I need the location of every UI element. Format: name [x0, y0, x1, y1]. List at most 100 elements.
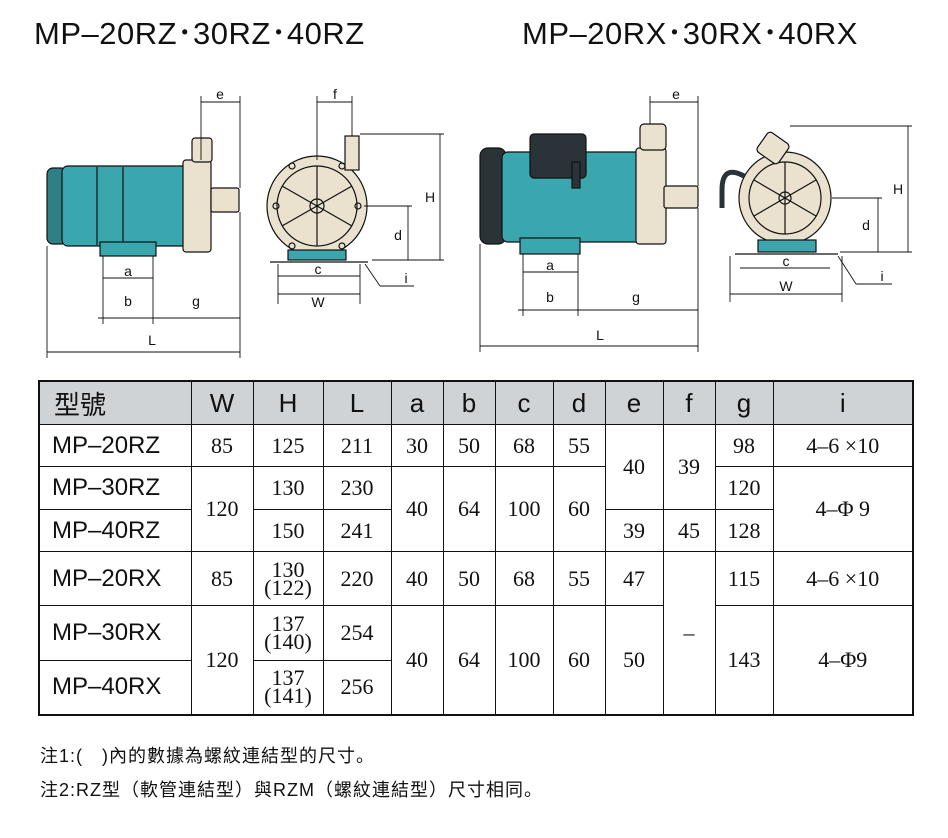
title-rz-series: MP–20RZ･30RZ･40RZ [34, 16, 365, 51]
cell-h-value: 137 [271, 611, 305, 637]
header-l: L [322, 380, 392, 425]
dim-label-b: b [124, 293, 132, 309]
cell-f: 39 [662, 424, 716, 510]
header-b: b [442, 380, 496, 425]
cell-b: 50 [442, 423, 496, 468]
cell-c: 68 [494, 423, 554, 468]
cell-f: – [662, 551, 716, 716]
cell-l: 230 [322, 466, 392, 510]
rx-front-view [719, 131, 838, 255]
dim-label-l: L [596, 327, 604, 343]
header-c: c [494, 380, 554, 425]
table-row: MP–20RZ 85 125 211 30 50 68 55 40 39 98 … [38, 423, 914, 510]
cell-h: 137 (140) [252, 605, 324, 661]
cell-g: 115 [714, 551, 774, 607]
dim-label-c: c [315, 261, 322, 277]
dim-label-h: H [425, 189, 435, 205]
cell-w: 120 [190, 605, 254, 716]
dim-label-h: H [893, 181, 903, 197]
cell-model: MP–30RZ [38, 466, 192, 510]
cell-h-alt: (122) [264, 574, 312, 600]
cell-i: 4–Φ 9 [772, 466, 914, 553]
header-w: W [190, 380, 254, 425]
cell-c: 100 [494, 466, 554, 553]
cell-l: 220 [322, 551, 392, 607]
cell-b: 64 [442, 466, 496, 553]
rz-side-view [46, 137, 240, 257]
cell-a: 40 [390, 551, 444, 607]
cell-model: MP–40RX [38, 659, 192, 716]
cell-i: 4–Φ9 [772, 605, 914, 716]
cell-g: 143 [714, 605, 774, 716]
dim-label-g: g [192, 293, 200, 309]
cell-b: 64 [442, 605, 496, 716]
cell-h: 150 [252, 508, 324, 553]
cell-h-value: 137 [271, 665, 305, 691]
cell-d: 55 [552, 551, 606, 607]
cell-g: 98 [714, 423, 774, 468]
cell-model: MP–40RZ [38, 508, 192, 553]
cell-w: 120 [190, 466, 254, 553]
cell-e: 50 [604, 605, 664, 716]
dimension-table: 型號 W H L a b c d e f g i MP–20RZ 85 125 … [38, 380, 914, 716]
header-model: 型號 [38, 380, 192, 425]
dim-label-d: d [862, 217, 870, 233]
cell-d: 60 [552, 466, 606, 553]
header-d: d [552, 380, 606, 425]
dim-label-e: e [216, 86, 224, 102]
dim-label-l: L [148, 332, 156, 348]
cell-i: 4–6 ×10 [772, 551, 914, 607]
dim-label-a: a [546, 257, 554, 273]
cell-model: MP–20RZ [38, 423, 192, 468]
cell-l: 254 [322, 605, 392, 661]
title-rx-series: MP–20RX･30RX･40RX [522, 16, 858, 51]
dim-label-f: f [333, 86, 337, 102]
dim-label-d: d [394, 227, 402, 243]
header-i: i [772, 380, 914, 425]
cell-e: 47 [604, 551, 664, 607]
header-f: f [662, 380, 716, 425]
cell-d: 60 [552, 605, 606, 716]
cell-h: 130 [252, 466, 324, 510]
cell-g: 120 [714, 466, 774, 510]
dim-label-g: g [632, 289, 640, 305]
table-row: MP–40RX 137 (141) 256 [38, 659, 913, 716]
dim-label-c: c [783, 253, 790, 269]
table-row: MP–20RX 85 130 (122) 220 40 50 68 55 47 … [38, 551, 914, 716]
cell-l: 241 [322, 508, 392, 553]
cell-e: 39 [604, 508, 664, 553]
cell-a: 40 [390, 605, 444, 716]
note-1: 注1:( )內的數據為螺紋連結型的尺寸。 [40, 746, 375, 766]
cell-c: 68 [494, 551, 554, 607]
cell-b: 50 [442, 551, 496, 607]
cell-a: 40 [390, 466, 444, 553]
table-header-row: 型號 W H L a b c d e f g i [38, 380, 914, 425]
rx-side-view [479, 123, 699, 255]
table-row: MP–30RZ 120 130 230 40 64 100 60 120 4–Φ… [38, 466, 914, 553]
header-a: a [390, 380, 444, 425]
dimension-drawings: e f H d c W i a b g L e H d c W i a b g … [46, 86, 912, 358]
cell-h-value: 130 [271, 556, 305, 582]
cell-model: MP–30RX [38, 605, 192, 661]
dim-label-w: W [311, 294, 325, 310]
dim-label-a: a [124, 263, 132, 279]
cell-d: 55 [552, 423, 606, 468]
rz-front-view [266, 135, 368, 263]
cell-a: 30 [390, 423, 444, 468]
cell-w: 85 [190, 423, 254, 468]
cell-e: 40 [604, 424, 664, 510]
cell-h-alt: (141) [264, 683, 312, 709]
dim-label-e: e [672, 86, 680, 102]
cell-h: 137 (141) [252, 659, 324, 716]
header-g: g [714, 380, 774, 425]
header-h: H [252, 380, 324, 425]
cell-g: 128 [714, 508, 774, 553]
cell-l: 256 [322, 659, 392, 716]
table-row: MP–30RX 120 137 (140) 254 40 64 100 60 5… [38, 605, 914, 716]
dim-label-b: b [546, 289, 554, 305]
cell-w: 85 [190, 551, 254, 607]
cell-f: 45 [662, 508, 716, 553]
cell-l: 211 [322, 423, 392, 468]
dim-label-w: W [779, 278, 793, 294]
cell-h: 125 [252, 423, 324, 468]
